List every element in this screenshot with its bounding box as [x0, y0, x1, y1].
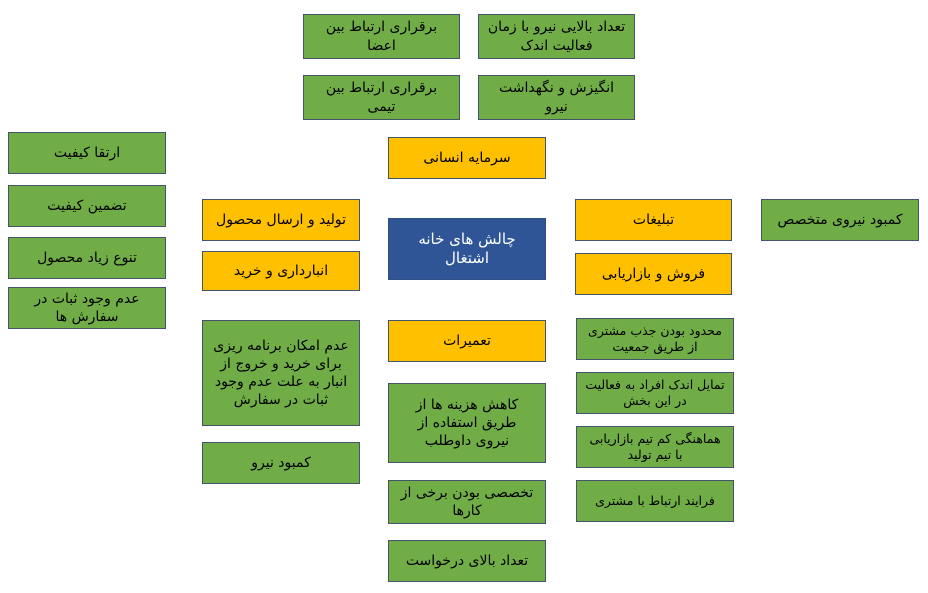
right-item-poor-coordination: هماهنگی کم تیم بازاریابی با تیم تولید — [576, 426, 734, 468]
right-item-low-willingness: تمایل اندک افراد به فعالیت در این بخش — [576, 372, 734, 414]
right-item-customer-communication: فرایند ارتباط با مشتری — [576, 480, 734, 522]
category-warehousing-purchasing: انبارداری و خرید — [202, 251, 360, 291]
category-human-capital: سرمایه انسانی — [388, 137, 546, 179]
category-production-shipping: تولید و ارسال محصول — [202, 199, 360, 241]
category-advertising: تبلیغات — [575, 199, 732, 241]
far-right-item-specialist-shortage: کمبود نیروی متخصص — [761, 199, 919, 241]
top-item-motivation-retention: انگیزش و نگهداشت نیرو — [478, 75, 635, 120]
left-item-planning-impossible: عدم امکان برنامه ریزی برای خرید و خروج ا… — [202, 320, 360, 426]
far-left-item-order-instability: عدم وجود ثبات در سفارش ها — [8, 287, 166, 329]
category-repairs: تعمیرات — [388, 320, 546, 362]
bottom-item-high-requests: تعداد بالای درخواست — [388, 540, 546, 582]
top-item-inter-team-communication: برقراری ارتباط بین تیمی — [303, 75, 460, 120]
top-item-members-communication: برقراری ارتباط بین اعضا — [303, 14, 460, 59]
category-sales-marketing: فروش و بازاریابی — [575, 253, 732, 295]
center-challenges: چالش های خانه اشتغال — [388, 218, 546, 280]
top-item-many-staff-low-activity: تعداد بالایی نیرو با زمان فعالیت اندک — [478, 14, 635, 59]
far-left-item-product-variety: تنوع زیاد محصول — [8, 237, 166, 279]
bottom-item-specialized-tasks: تخصصی بودن برخی از کارها — [388, 480, 546, 524]
left-item-staff-shortage: کمبود نیرو — [202, 442, 360, 484]
right-item-limited-attraction: محدود بودن جذب مشتری از طریق جمعیت — [576, 318, 734, 360]
bottom-item-volunteer-cost-reduction: کاهش هزینه ها از طریق استفاده از نیروی د… — [388, 383, 546, 463]
far-left-item-quality-improvement: ارتقا کیفیت — [8, 132, 166, 174]
far-left-item-quality-assurance: تضمین کیفیت — [8, 185, 166, 227]
